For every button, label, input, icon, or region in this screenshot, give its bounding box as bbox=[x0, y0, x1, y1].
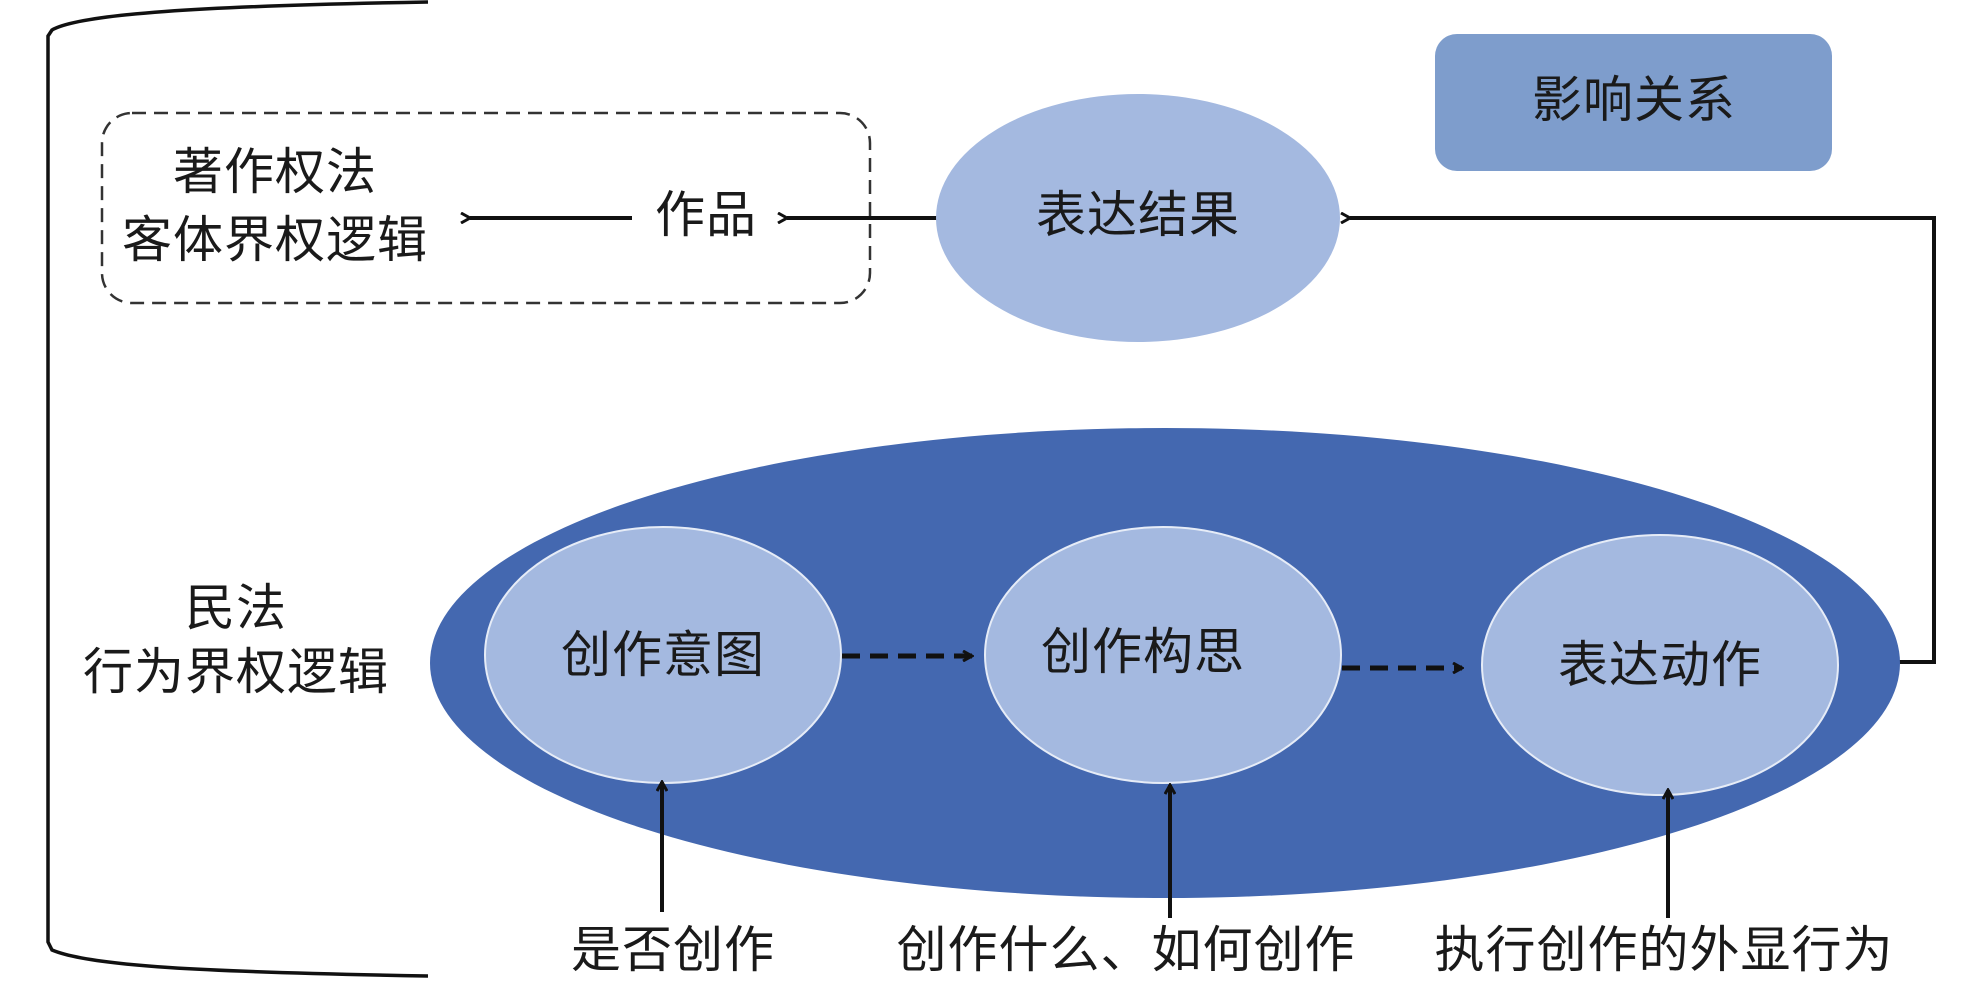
input-action-label: 执行创作的外显行为 bbox=[1434, 921, 1894, 979]
node-concept bbox=[984, 526, 1342, 784]
copyright-title-line1: 著作权法 bbox=[173, 143, 377, 201]
civil-law-title-line1: 民法 bbox=[185, 579, 287, 637]
node-action-label: 表达动作 bbox=[1558, 636, 1762, 694]
arrow-action-to-result bbox=[1350, 218, 1936, 664]
input-intent-label: 是否创作 bbox=[571, 921, 775, 979]
copyright-title-line2: 客体界权逻辑 bbox=[122, 211, 428, 269]
legend-label: 影响关系 bbox=[1532, 71, 1736, 129]
node-concept-label: 创作构思 bbox=[1041, 623, 1245, 681]
node-intent-label: 创作意图 bbox=[561, 626, 765, 684]
left-bracket bbox=[46, 0, 429, 978]
civil-law-title-line2: 行为界权逻辑 bbox=[83, 643, 389, 701]
input-concept-label: 创作什么、如何创作 bbox=[896, 921, 1356, 979]
copyright-law-box bbox=[100, 111, 872, 305]
expression-result-node bbox=[936, 94, 1340, 342]
node-action bbox=[1481, 534, 1839, 796]
work-label: 作品 bbox=[655, 186, 757, 244]
legend-box bbox=[1435, 34, 1832, 171]
expression-result-label: 表达结果 bbox=[1036, 186, 1240, 244]
